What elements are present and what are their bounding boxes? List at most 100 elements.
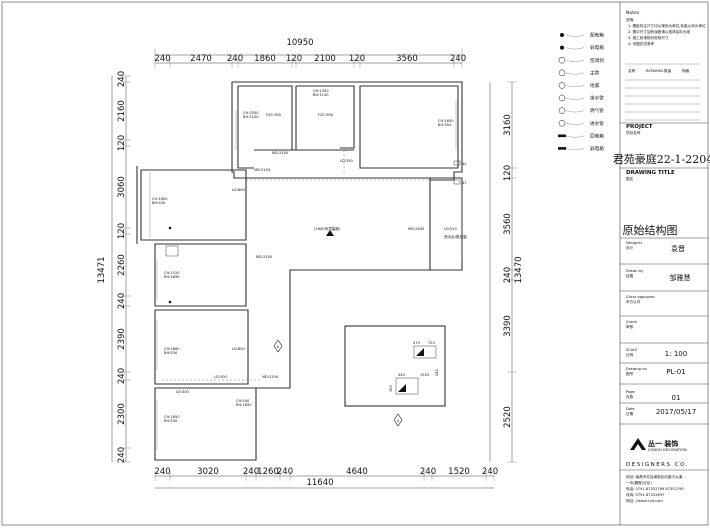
left-dim-5: 2260 [117,254,127,276]
notes-line-3: 4. 本图仅供参考 [628,41,655,46]
ftz-label-1: FZC:900 [266,113,282,117]
address-line-0: 地址: 南昌市红谷滩新区凤凰中大道… [626,474,686,479]
project-sub: 项目名称 [626,130,641,135]
left-dim-1: 2160 [117,100,127,122]
approved-sub: 甲方认可 [626,299,641,304]
legend-label-7: 进水管 [590,120,604,127]
legend-item-3: 主管 [558,69,600,76]
wall-lower-room [344,325,446,407]
notes-line-0: 1. 图纸标注尺寸均以毫米为单位,标高以米为单位 [628,23,706,28]
shop-label: 西瓜台/推拉窗 [444,234,467,239]
company-logo: 丛一 装饰 CONGYI DECORATION [630,438,687,452]
legend-label-4: 地漏 [590,82,600,89]
bottom-total-dim: 11640 [306,478,333,488]
ld-label-2: LD:800 [232,188,246,192]
page-value: 01 [672,394,681,402]
scale-value: 1: 100 [665,350,687,358]
legend-label-8: 回电箱 [590,132,604,139]
wall-bedroom-1 [140,169,247,241]
address-line-3: 传真: 0791-87352697 [626,492,664,497]
notes-row-1: REMARKS [646,69,664,73]
project-name: 君苑豪庭22-1-2204 [613,152,710,166]
size-1520: 1520 [420,373,430,377]
md-label-5: MD:2400 [408,227,425,231]
wall-balcony [430,177,463,271]
hood-label: (2600吊顶高度) [314,226,341,231]
legend-label-5: 排水管 [590,95,604,102]
date-sub: 日期 [626,411,634,416]
left-dimensions: 13471 2402160120306012022602402390240230… [97,71,131,463]
right-dim-3: 240 [503,267,513,283]
drawing-title-sub: 图名 [626,176,634,181]
drawing-title: 原始结构图 [623,223,678,237]
bottom-dim-5: 4640 [346,467,368,477]
top-dim-2: 240 [227,54,243,64]
section-mark-1: A [273,339,283,353]
bottom-dim-1: 3020 [197,467,219,477]
md-label-1: MD:2100 [272,151,289,155]
drawing-title-label: DRAWING TITLE [626,170,675,176]
md-label-4: MD:2100 [262,375,279,379]
bottom-dim-6: 240 [420,467,436,477]
drawn-sub: 绘图 [626,273,634,278]
wall-bedroom-3 [154,387,257,461]
size-240: 240 [435,368,439,376]
legend-label-2: 空调洞 [590,57,604,64]
company-name: 丛一 装饰 [648,439,678,448]
legend-item-7: 进水管 [558,120,604,127]
page-label: Page [626,390,635,394]
notes-line-1: 2. 图中尺寸如有误差请以现场实际为准 [628,29,690,34]
bottom-dim-7: 1520 [448,467,470,477]
plan-walls: A A 42 47 [136,81,467,461]
date-label: Date [626,407,635,411]
left-total-dim: 13471 [97,256,107,283]
ld-label-5: LD:300 [176,390,190,394]
right-dim-5: 2520 [503,406,513,428]
bottom-dim-4: 240 [277,467,293,477]
left-dim-9: 2300 [117,403,127,425]
section-mark-2: A [393,413,403,427]
top-dim-1: 2470 [190,54,212,64]
scale-sub: 比例 [626,352,634,357]
svg-text:A: A [277,345,280,349]
pipe-42: 42 [462,162,467,166]
md-label-2: MD:2100 [254,168,271,172]
address-line-4: 网址: //www.cyd.com [626,498,663,503]
legend-item-8: 回电箱 [558,132,604,139]
wall-bedroom-2 [154,309,249,385]
size-440: 440 [398,373,406,377]
top-dim-8: 240 [450,54,466,64]
left-dim-10: 240 [117,447,127,463]
right-dim-2: 3560 [503,213,513,235]
top-dim-5: 2100 [314,54,336,64]
top-total-dim: 10950 [286,38,313,48]
left-dim-7: 2390 [117,328,127,350]
top-dim-6: 120 [349,54,365,64]
address-line-2: 电话: 0791-87352769 87352790 [626,486,684,491]
notes-row-0: 名称 [628,68,636,73]
legend-item-5: 排水管 [558,95,604,102]
legend-item-9: 弱电箱 [558,145,604,152]
drawn-label: Drawn by [626,269,644,273]
notes-row-2: 数量 [664,68,672,73]
size-470: 470 [413,341,421,345]
page-sub: 页数 [626,394,634,399]
legend-item-1: 弱电箱 [560,44,604,51]
drawn-name: 邹雅慧 [670,273,691,282]
ld-label-6: LD:510 [444,227,458,231]
date-value: 2017/05/17 [656,408,696,416]
ld-label-3: LD:800 [232,347,246,351]
ld-label-4: LD:300 [214,375,228,379]
top-dim-3: 1860 [254,54,276,64]
right-dim-0: 3160 [503,114,513,136]
legend-item-2: 空调洞 [558,57,604,64]
